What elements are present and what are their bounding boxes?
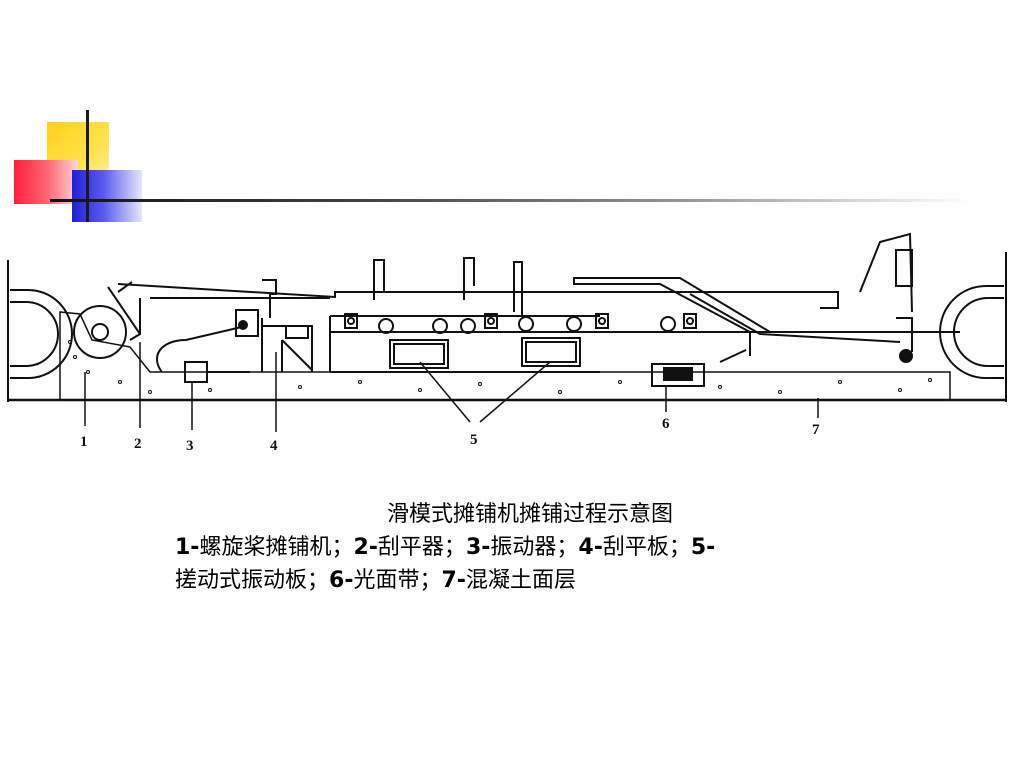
figure-caption: 滑模式摊铺机摊铺过程示意图 1-螺旋桨摊铺机；2-刮平器；3-振动器；4-刮平板…: [175, 498, 885, 597]
callout-5: 5: [470, 432, 478, 448]
callout-7: 7: [812, 422, 820, 438]
callout-2: 2: [134, 436, 142, 452]
legend-text-2: 刮平器；: [377, 535, 466, 560]
legend-text-6: 光面带；: [353, 568, 442, 593]
legend-text-5: 搓动式振动板；: [175, 568, 330, 593]
caption-title: 滑模式摊铺机摊铺过程示意图: [386, 502, 673, 527]
vertical-rule: [86, 110, 89, 222]
legend-text-4: 刮平板；: [602, 535, 691, 560]
legend-num-7: 7-: [441, 568, 466, 593]
callout-6: 6: [662, 416, 670, 432]
callout-4: 4: [270, 438, 278, 454]
legend-text-3: 振动器；: [490, 535, 579, 560]
legend-num-1: 1-: [175, 535, 200, 560]
horizontal-rule: [50, 199, 970, 202]
caption-legend: 1-螺旋桨摊铺机；2-刮平器；3-振动器；4-刮平板；5- 搓动式振动板；6-光面…: [175, 531, 885, 597]
paver-diagram: 1 2 3 4 5 6 7: [7, 232, 1007, 454]
callout-1: 1: [80, 434, 88, 450]
callout-3: 3: [186, 438, 194, 454]
legend-text-1: 螺旋桨摊铺机；: [199, 535, 354, 560]
legend-num-2: 2-: [353, 535, 378, 560]
legend-num-3: 3-: [465, 535, 491, 560]
legend-text-7: 混凝土面层: [465, 568, 576, 593]
left-track: [10, 289, 73, 379]
legend-num-4: 4-: [578, 535, 603, 560]
legend-num-5: 5-: [690, 535, 716, 560]
blue-square-decoration: [72, 170, 142, 222]
red-square-decoration: [14, 160, 78, 204]
legend-num-6: 6-: [329, 568, 354, 593]
